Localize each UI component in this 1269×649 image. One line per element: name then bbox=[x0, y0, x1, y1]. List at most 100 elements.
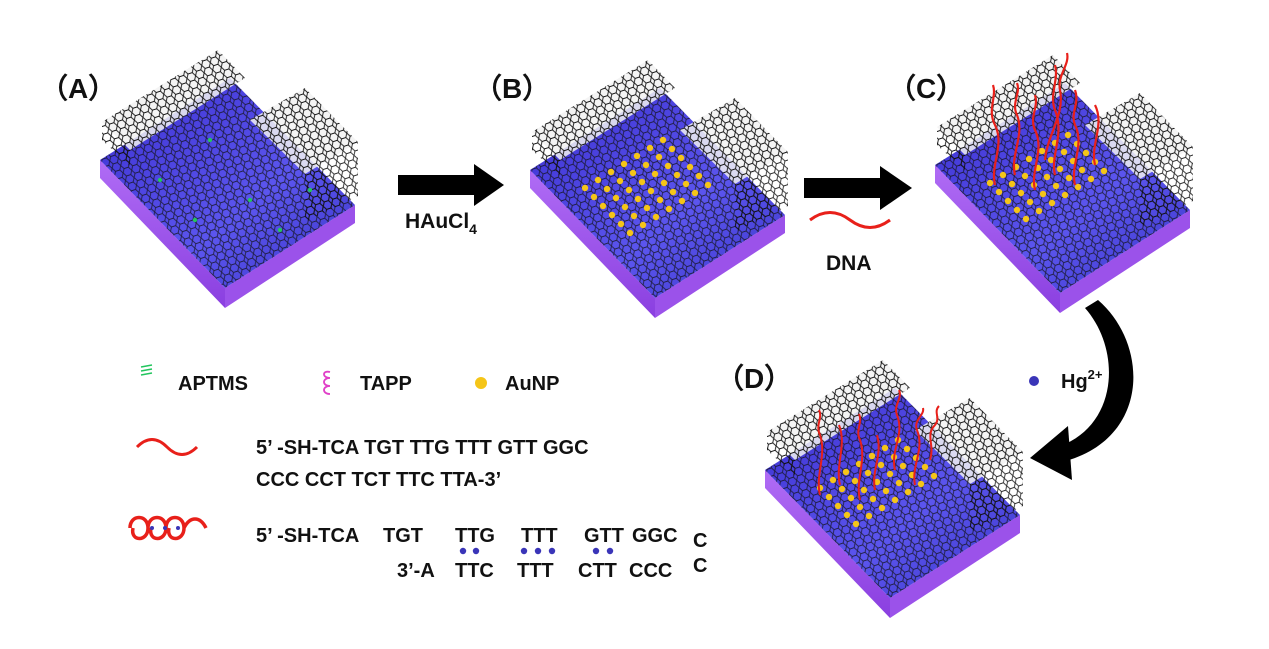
hg-mismatch-dots bbox=[459, 547, 614, 555]
aunp-particle bbox=[1100, 167, 1108, 175]
hairpin-top-part-1: TGT bbox=[383, 525, 423, 547]
aunp-particle bbox=[633, 152, 641, 160]
aunp-particle bbox=[626, 229, 634, 237]
aunp-particle bbox=[608, 211, 616, 219]
aunp-particle bbox=[1043, 173, 1051, 181]
aunp-particle bbox=[639, 221, 647, 229]
aunp-particle bbox=[1060, 148, 1068, 156]
aunp-particle bbox=[603, 185, 611, 193]
aptms-dots-a bbox=[157, 137, 313, 233]
aunp-particle bbox=[665, 205, 673, 213]
aunp-particle bbox=[1035, 207, 1043, 215]
hairpin-top-part-4: GTT bbox=[584, 525, 624, 547]
chip-a bbox=[100, 50, 358, 308]
aunp-particle bbox=[1008, 180, 1016, 188]
aunp-particle bbox=[638, 178, 646, 186]
aunp-particle bbox=[847, 494, 855, 502]
aunp-particle bbox=[634, 195, 642, 203]
aunp-particle bbox=[930, 472, 938, 480]
dna-strand-icon bbox=[809, 211, 891, 229]
aunp-particle bbox=[652, 213, 660, 221]
aunp-particle bbox=[660, 179, 668, 187]
aunp-particle bbox=[594, 176, 602, 184]
aunp-particle bbox=[642, 161, 650, 169]
aunp-particle bbox=[1022, 215, 1030, 223]
aunp-particle bbox=[891, 496, 899, 504]
aunp-particle bbox=[1056, 165, 1064, 173]
aunp-particle bbox=[668, 145, 676, 153]
aunp-particle bbox=[903, 445, 911, 453]
aunp-particle bbox=[882, 487, 890, 495]
aunp-particle bbox=[646, 144, 654, 152]
hairpin-bottom-part-2: TTT bbox=[517, 560, 554, 582]
aunp-particle bbox=[1078, 166, 1086, 174]
hairpin-bottom-part-4: CCC bbox=[629, 560, 672, 582]
aunp-particle bbox=[999, 171, 1007, 179]
aunp-particle bbox=[864, 469, 872, 477]
hg-label: Hg2+ bbox=[1061, 367, 1103, 393]
hairpin-top-part-3: TTT bbox=[521, 525, 558, 547]
hairpin-sequence: 5’ -SH-TCA TGT TTG TTT GTT GGC C 3’-A TT… bbox=[256, 525, 707, 582]
aunp-particle bbox=[704, 181, 712, 189]
aunp-particle bbox=[865, 512, 873, 520]
aunp-particle bbox=[917, 480, 925, 488]
legend-label-tapp: TAPP bbox=[360, 373, 412, 395]
hairpin-top-part-0: 5’ -SH-TCA bbox=[256, 525, 359, 547]
aunp-particle bbox=[691, 189, 699, 197]
hairpin-top-part-2: TTG bbox=[455, 525, 495, 547]
aunp-particle bbox=[1065, 174, 1073, 182]
aunp-particle bbox=[590, 193, 598, 201]
aunp-icon bbox=[475, 377, 487, 389]
aunp-particle bbox=[904, 488, 912, 496]
aunp-particle bbox=[834, 502, 842, 510]
aunp-particle bbox=[669, 188, 677, 196]
aunp-particle bbox=[825, 493, 833, 501]
haucl4-label: HAuCl4 bbox=[405, 210, 477, 237]
tapp-icon bbox=[323, 370, 331, 395]
aunp-particle bbox=[630, 212, 638, 220]
aunp-particle bbox=[647, 187, 655, 195]
aunp-particle bbox=[838, 485, 846, 493]
aunp-particle bbox=[877, 461, 885, 469]
aunp-particle bbox=[659, 136, 667, 144]
aunp-particle bbox=[616, 177, 624, 185]
aunp-particle bbox=[1048, 199, 1056, 207]
aunp-particle bbox=[617, 220, 625, 228]
aunp-particle bbox=[678, 197, 686, 205]
hairpin-bottom-part-0: 3’-A bbox=[397, 560, 435, 582]
aunp-particle bbox=[625, 186, 633, 194]
aunp-particle bbox=[607, 168, 615, 176]
aunp-particle bbox=[829, 476, 837, 484]
aunp-grid-d bbox=[816, 436, 938, 528]
aunp-particle bbox=[677, 154, 685, 162]
panel-label-a: （A） bbox=[40, 72, 116, 104]
aunp-particle bbox=[1038, 147, 1046, 155]
aunp-particle bbox=[856, 503, 864, 511]
aunp-particle bbox=[843, 511, 851, 519]
aunp-particle bbox=[895, 479, 903, 487]
aptms-icon bbox=[140, 364, 153, 376]
aunp-particle bbox=[1017, 189, 1025, 197]
aunp-particle bbox=[1013, 206, 1021, 214]
aunp-particle bbox=[886, 470, 894, 478]
aunp-grid-b bbox=[581, 136, 712, 237]
chip-d bbox=[765, 360, 1023, 618]
panel-label-b: （B） bbox=[474, 72, 550, 104]
legend: APTMS TAPP AuNP bbox=[140, 364, 559, 395]
aunp-particle bbox=[1026, 198, 1034, 206]
aunp-particle bbox=[664, 162, 672, 170]
aunp-particle bbox=[621, 203, 629, 211]
aunp-particle bbox=[878, 504, 886, 512]
hairpin-loop-c2: C bbox=[693, 555, 707, 577]
aunp-particle bbox=[629, 169, 637, 177]
legend-label-aunp: AuNP bbox=[505, 373, 559, 395]
aunp-particle bbox=[881, 444, 889, 452]
aunp-particle bbox=[1087, 175, 1095, 183]
panel-label-d: （D） bbox=[716, 362, 792, 394]
chip-c bbox=[935, 52, 1193, 313]
aunp-particle bbox=[682, 180, 690, 188]
aunp-particle bbox=[1039, 190, 1047, 198]
aunp-particle bbox=[695, 172, 703, 180]
aunp-particle bbox=[1052, 182, 1060, 190]
